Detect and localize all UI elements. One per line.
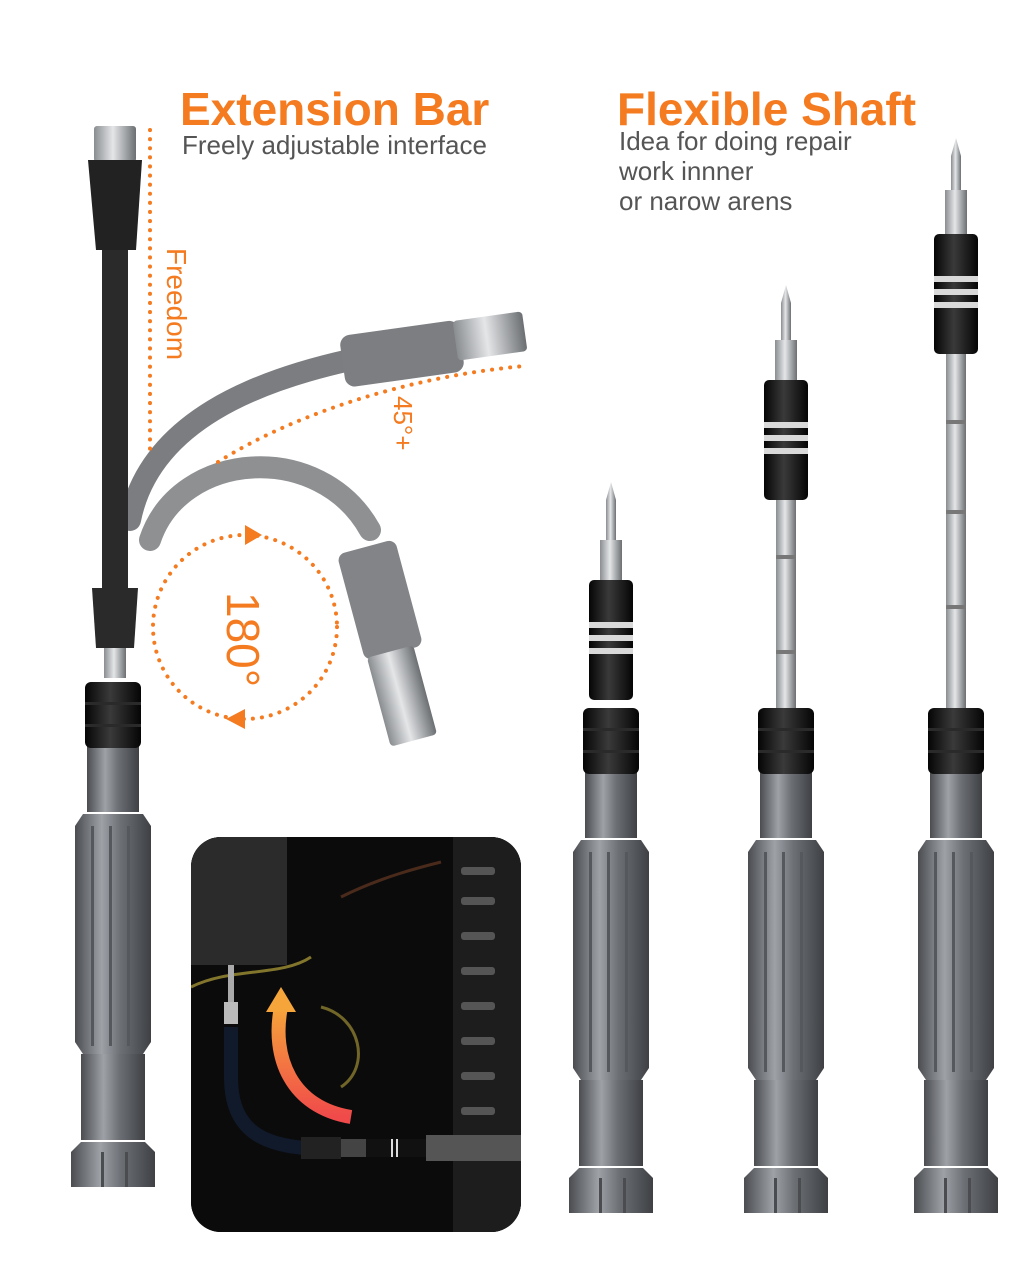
extension-bar-title: Extension Bar [180, 83, 490, 135]
usage-inset-photo [191, 837, 521, 1232]
screwdriver-medium [744, 285, 828, 1213]
arrow-up-icon [266, 987, 296, 1012]
freedom-label: Freedom [161, 248, 192, 361]
angle-180-label: 180° [217, 592, 269, 688]
extension-bar-screwdriver [71, 126, 527, 1187]
arrow-right-icon [245, 525, 262, 545]
description-line: or narow arens [619, 186, 793, 216]
angle-45-label: 45°+ [388, 396, 418, 451]
screwdriver-short [569, 482, 653, 1213]
screwdriver-long [914, 138, 998, 1213]
description-line: Idea for doing repair [619, 126, 852, 156]
rotation-180-circle [151, 525, 339, 729]
arrow-left-icon [226, 709, 245, 729]
flexible-shaft-title: Flexible Shaft [617, 83, 917, 135]
extension-bar-subtitle: Freely adjustable interface [182, 130, 487, 160]
description-line: work innner [619, 156, 754, 186]
angle-45-guide-arc [216, 364, 527, 464]
flexible-shaft-description: Idea for doing repair work innner or nar… [619, 126, 852, 216]
